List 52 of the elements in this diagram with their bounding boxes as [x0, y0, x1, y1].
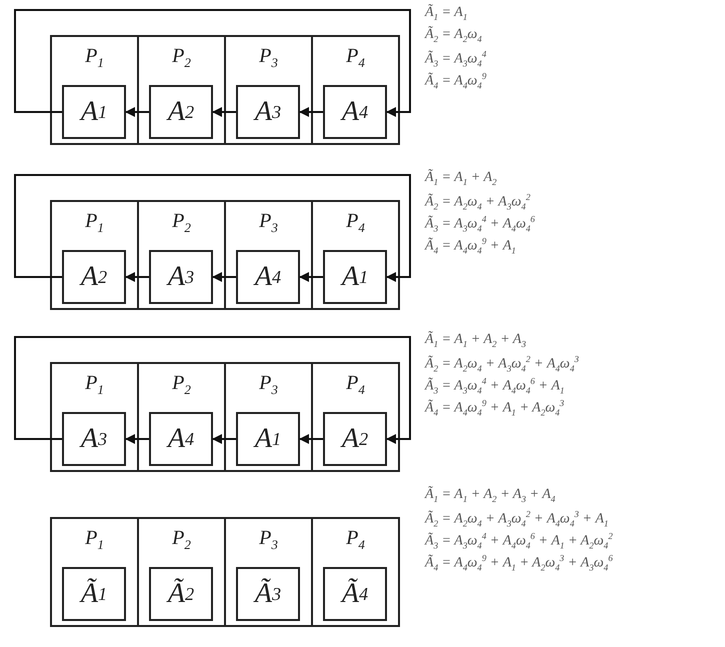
equation: Ã$_{1}$ = A$_{1}$ + A$_{2}$ + A$_{3}$ + A$_{4}$	[425, 487, 556, 504]
arrow	[14, 174, 411, 282]
arrow	[299, 434, 323, 444]
arrow	[125, 272, 149, 282]
processor-label: P$_{3}$	[258, 210, 279, 236]
processor-box	[137, 200, 226, 310]
processor-label: P$_{4}$	[345, 527, 366, 553]
processor-box	[50, 517, 139, 627]
arrow	[14, 9, 411, 117]
processor-label: P$_{3}$	[258, 527, 279, 553]
processor-label: P$_{2}$	[171, 527, 192, 553]
equation: Ã$_{1}$ = A$_{1}$ + A$_{2}$	[425, 170, 497, 187]
processor-box	[311, 517, 400, 627]
equation: Ã$_{1}$ = A$_{1}$	[425, 5, 468, 22]
equation: Ã$_{2}$ = A$_{2}$ω$_{4}$ + A$_{3}$ω$_{4}$$^{2}$ + A$_{4}$ω$_{4}$$^{3}$ + A$_{1}$	[425, 509, 608, 528]
processor-box	[311, 362, 400, 472]
equation: Ã$_{1}$ = A$_{1}$ + A$_{2}$ + A$_{3}$	[425, 332, 526, 349]
processor-label: P$_{3}$	[258, 372, 279, 398]
processor-box	[224, 200, 313, 310]
processor-box	[224, 362, 313, 472]
processor-label: P$_{2}$	[171, 45, 192, 71]
processor-label: P$_{4}$	[345, 210, 366, 236]
arrow	[125, 107, 149, 117]
processor-box	[50, 35, 139, 145]
processor-label: P$_{4}$	[345, 45, 366, 71]
arrow	[212, 434, 236, 444]
arrow	[125, 434, 149, 444]
arrow	[299, 272, 323, 282]
processor-label: P$_{1}$	[84, 372, 105, 398]
equation: Ã$_{2}$ = A$_{2}$ω$_{4}$	[425, 27, 482, 44]
arrow	[212, 272, 236, 282]
processor-box	[50, 200, 139, 310]
processor-box	[224, 517, 313, 627]
processor-label: P$_{3}$	[258, 45, 279, 71]
processor-box	[137, 517, 226, 627]
equation: Ã$_{3}$ = A$_{3}$ω$_{4}$$^{4}$ + A$_{4}$ω$_{4}$$^{6}$ + A$_{1}$	[425, 376, 564, 396]
arrow	[14, 336, 411, 444]
arrow	[212, 107, 236, 117]
processor-label: P$_{2}$	[171, 372, 192, 398]
processor-box	[311, 35, 400, 145]
processor-box	[137, 35, 226, 145]
arrow	[299, 107, 323, 117]
processor-box	[50, 362, 139, 472]
processor-label: P$_{1}$	[84, 210, 105, 236]
processor-box	[224, 35, 313, 145]
processor-label: P$_{2}$	[171, 210, 192, 236]
processor-label: P$_{1}$	[84, 527, 105, 553]
processor-label: P$_{1}$	[84, 45, 105, 71]
processor-label: P$_{4}$	[345, 372, 366, 398]
processor-box	[137, 362, 226, 472]
processor-box	[311, 200, 400, 310]
equation: Ã$_{4}$ = A$_{4}$ω$_{4}$$^{9}$ + A$_{1}$	[425, 236, 516, 256]
